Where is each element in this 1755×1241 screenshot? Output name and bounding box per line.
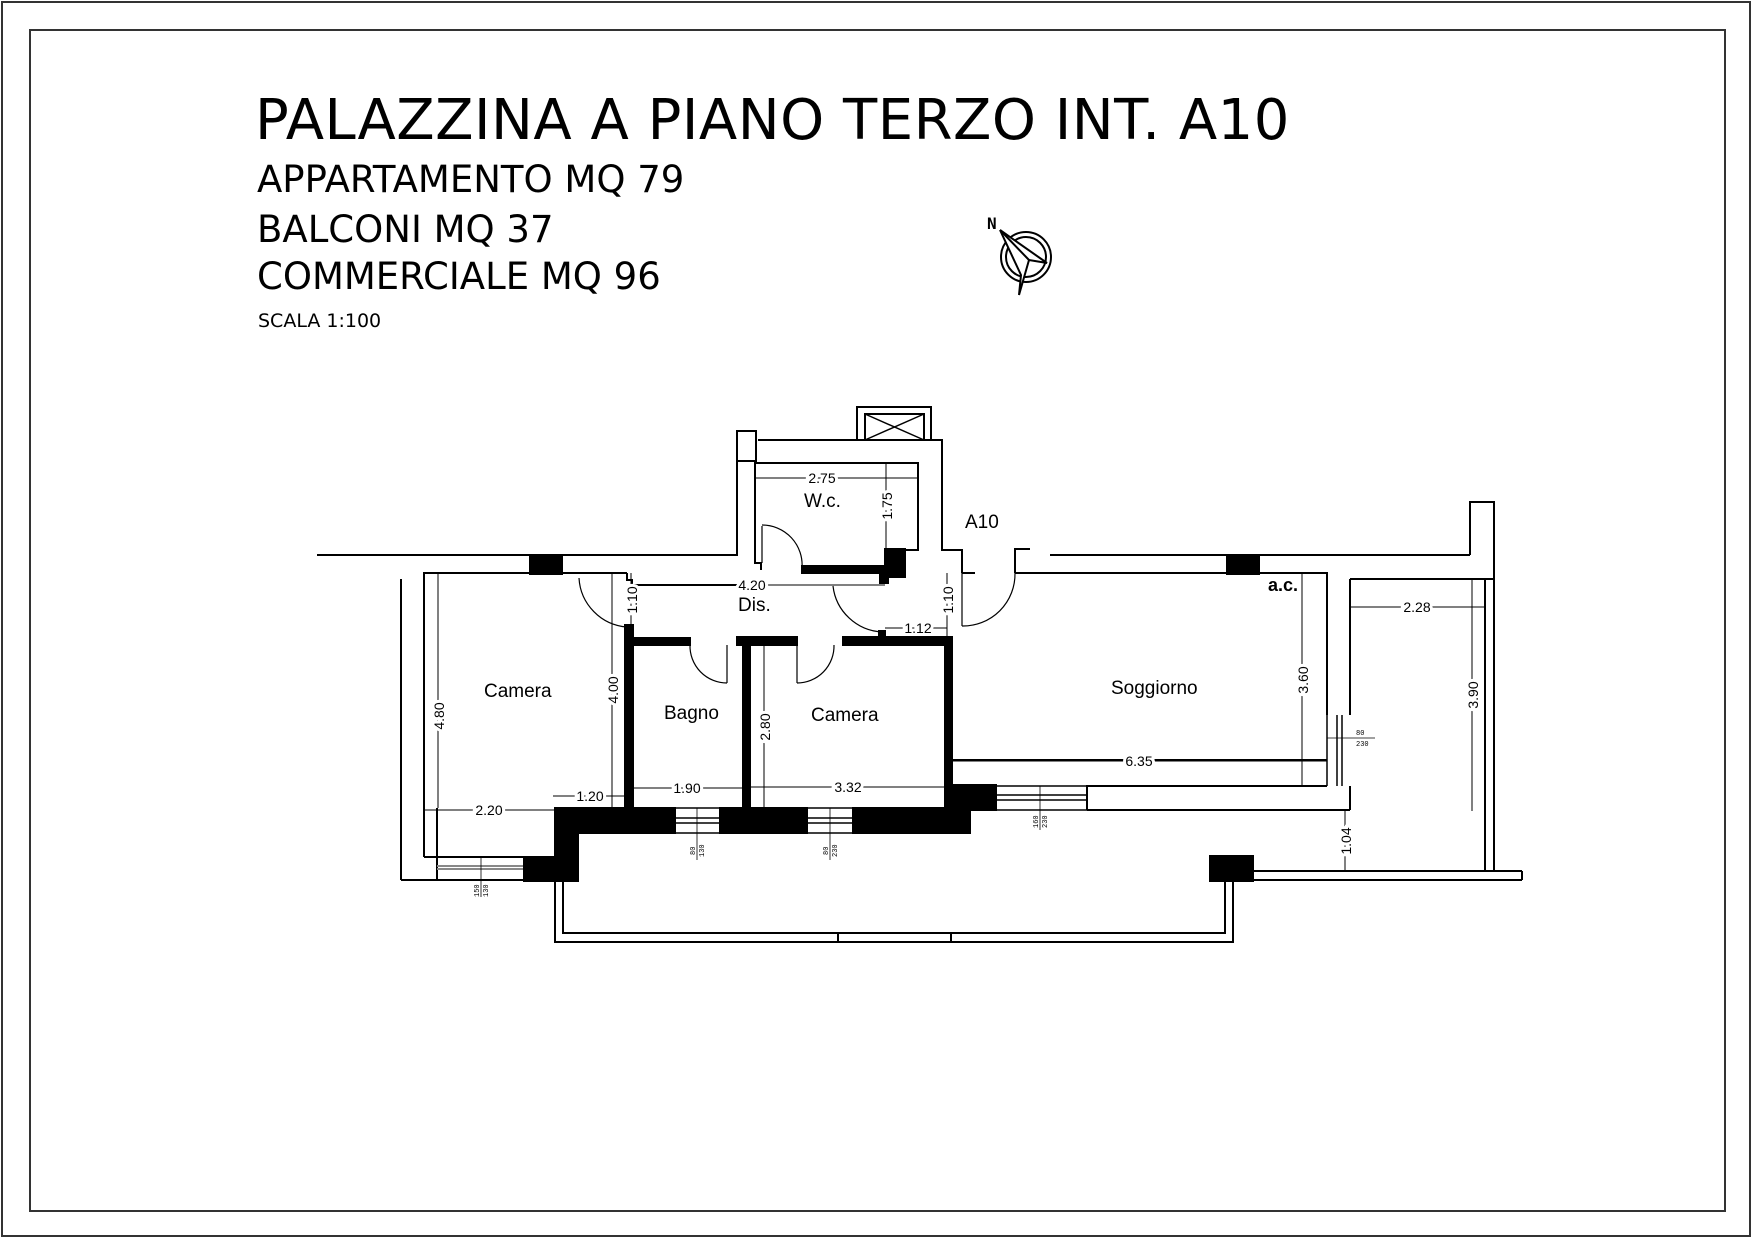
dim-bathroom-width: 1.90 — [673, 780, 700, 796]
dim-balcony-right-width: 2.28 — [1403, 599, 1430, 615]
window-4-width: 160 — [1033, 815, 1041, 828]
dim-wc-depth: 1.75 — [879, 492, 895, 519]
room-label-entrance: A10 — [965, 512, 999, 533]
dim-corridor-width-right: 1.10 — [940, 586, 956, 613]
room-label-bedroom-left: Camera — [484, 681, 552, 702]
scale-label: SCALA 1:100 — [258, 310, 382, 332]
dim-corridor-length: 4.20 — [738, 577, 765, 593]
dim-balcony-right-depth: 3.90 — [1465, 681, 1481, 708]
window-5-height: 230 — [1356, 741, 1369, 749]
room-label-corridor: Dis. — [738, 595, 771, 616]
dim-door-offset: 1.12 — [904, 620, 931, 636]
north-arrow-icon: N — [987, 214, 1052, 296]
dim-living-width: 6.35 — [1125, 753, 1152, 769]
apartment-area: APPARTAMENTO MQ 79 — [257, 158, 685, 201]
ac-note: a.c. — [1268, 575, 1298, 595]
dim-bedroom-left-width: 2.20 — [475, 802, 502, 818]
dim-balcony-right-offset: 1.04 — [1338, 827, 1354, 854]
window-1-height: 130 — [483, 884, 491, 897]
window-3-height: 230 — [832, 844, 840, 857]
dim-bedroom-middle-depth: 2.80 — [757, 713, 773, 740]
window-5-width: 80 — [1356, 730, 1364, 738]
dim-bedroom-left-inner: 4.00 — [605, 676, 621, 703]
window-4-height: 230 — [1042, 815, 1050, 828]
window-1-width: 150 — [474, 884, 482, 897]
commercial-area: COMMERCIALE MQ 96 — [257, 255, 661, 298]
dim-corridor-width-left: 1.10 — [624, 586, 640, 613]
balconies-area: BALCONI MQ 37 — [257, 208, 554, 251]
dim-bedroom-left-depth: 4.80 — [431, 702, 447, 729]
dim-wc-width: 2.75 — [808, 470, 835, 486]
room-label-bedroom-middle: Camera — [811, 705, 879, 726]
dim-living-depth: 3.60 — [1295, 666, 1311, 693]
dim-bedroom-left-recess: 1.20 — [576, 788, 603, 804]
room-label-wc: W.c. — [804, 491, 841, 512]
drawing-frame — [29, 29, 1726, 1212]
north-label: N — [987, 214, 997, 233]
window-2-height: 130 — [699, 844, 707, 857]
dimension-lines — [424, 463, 1485, 872]
plan-title: PALAZZINA A PIANO TERZO INT. A10 — [255, 88, 1290, 153]
dim-bedroom-middle-width: 3.32 — [834, 779, 861, 795]
window-3-width: 80 — [823, 847, 831, 855]
room-label-living: Soggiorno — [1111, 678, 1198, 699]
room-label-bathroom: Bagno — [664, 703, 719, 724]
walls — [317, 406, 1523, 943]
window-2-width: 80 — [690, 847, 698, 855]
